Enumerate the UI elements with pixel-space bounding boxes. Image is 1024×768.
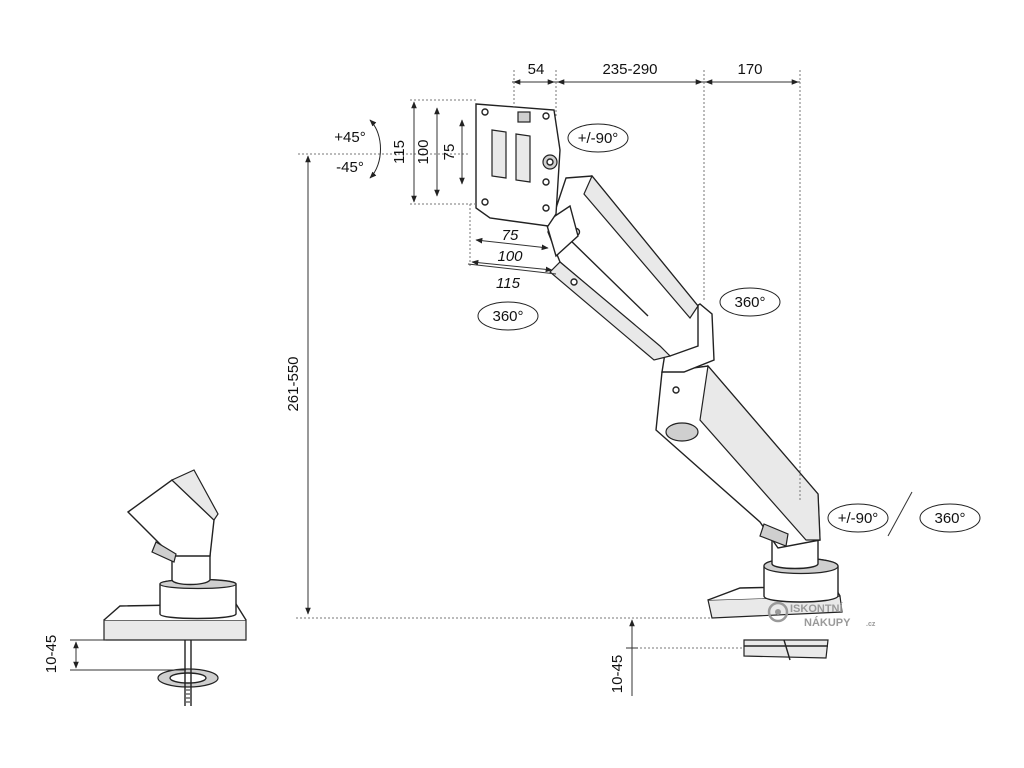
dim-plate-offset: 54 bbox=[528, 61, 545, 78]
vesa-horizontal-100: 100 bbox=[497, 248, 523, 265]
dim-height-range: 261-550 bbox=[285, 356, 302, 411]
vesa-vertical-100: 100 bbox=[415, 139, 432, 164]
vesa-vertical-115: 115 bbox=[391, 140, 408, 164]
vesa-horizontal-115: 115 bbox=[496, 275, 521, 292]
watermark-line2: NÁKUPY bbox=[804, 616, 851, 629]
vesa-horizontal-75: 75 bbox=[502, 227, 519, 244]
plate-rotate-label: +/-90° bbox=[578, 130, 619, 147]
watermark-suffix: .cz bbox=[866, 621, 876, 628]
watermark-logo: ISKONTNÍ NÁKUPY .cz bbox=[767, 601, 876, 629]
dim-arm-reach-2: 170 bbox=[737, 61, 762, 78]
dim-arm-reach-1: 235-290 bbox=[602, 61, 657, 78]
tilt-down-label: -45° bbox=[336, 159, 364, 176]
monitor-arm-drawing bbox=[475, 103, 843, 661]
base-swivel-label: 360° bbox=[934, 510, 965, 527]
tilt-up-label: +45° bbox=[334, 129, 365, 146]
rotation-indicators bbox=[369, 119, 981, 533]
clamp-detail-drawing bbox=[103, 469, 247, 706]
dimension-lines bbox=[70, 70, 913, 696]
vesa-vertical-75: 75 bbox=[441, 144, 458, 161]
swivel-arm-label: 360° bbox=[734, 294, 765, 311]
dim-desk-right: 10-45 bbox=[609, 655, 626, 693]
base-rotate-label: +/-90° bbox=[838, 510, 879, 527]
watermark-line1: ISKONTNÍ bbox=[790, 602, 844, 615]
dim-desk-left: 10-45 bbox=[43, 635, 60, 673]
swivel-head-label: 360° bbox=[492, 308, 523, 325]
